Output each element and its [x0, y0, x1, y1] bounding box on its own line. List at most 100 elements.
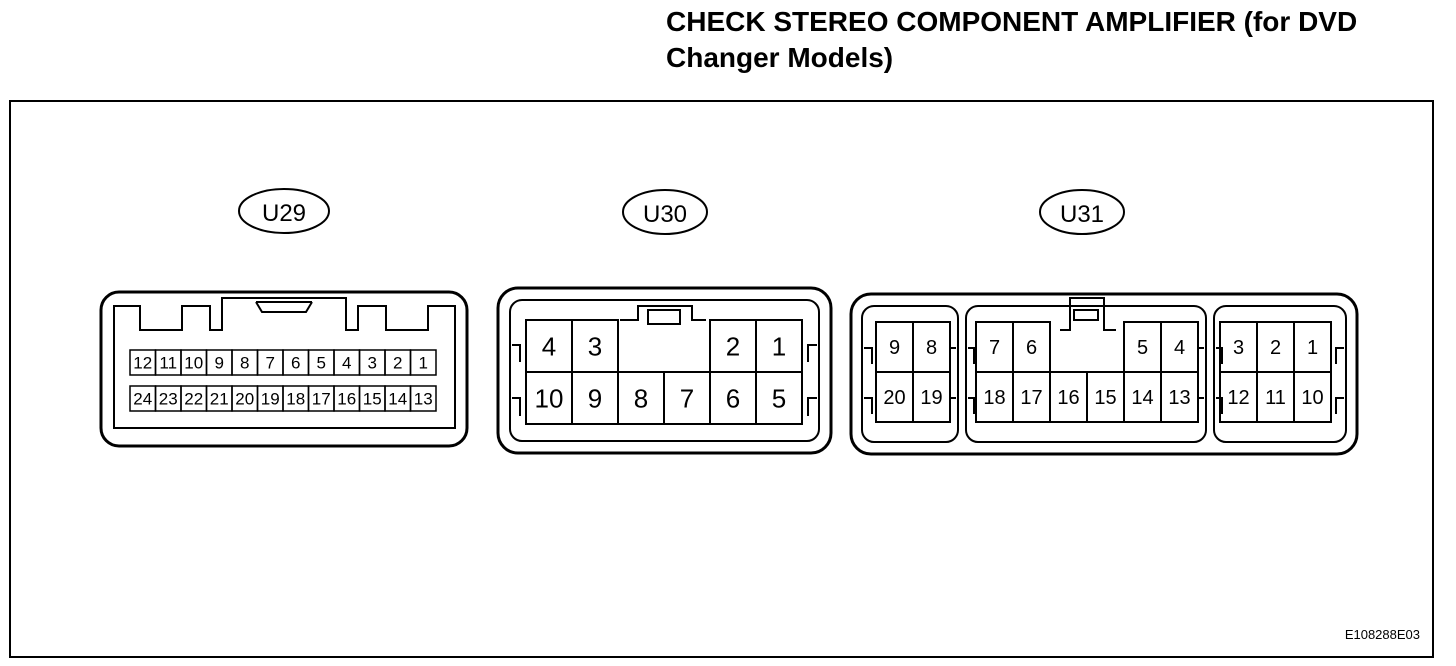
pin-number: 6	[291, 354, 300, 373]
u29-pin: 4	[333, 349, 361, 376]
pin-number: 5	[772, 383, 786, 413]
u30-pin: 6	[709, 371, 757, 425]
pin-number: 3	[368, 354, 377, 373]
u29-pin: 7	[256, 349, 284, 376]
guide-mark	[1197, 397, 1204, 414]
pin-number: 11	[1265, 387, 1286, 409]
pin-number: 19	[920, 387, 942, 409]
guide-mark	[1335, 397, 1344, 414]
u31-pin: 19	[912, 371, 951, 423]
pin-number: 22	[184, 390, 203, 409]
guide-mark	[968, 397, 975, 414]
u29-pin: 10	[180, 349, 208, 376]
pin-number: 3	[1233, 337, 1244, 359]
pin-number: 14	[1131, 387, 1153, 409]
u31-pin: 3	[1219, 321, 1258, 373]
pin-number: 9	[588, 383, 602, 413]
u29-latch	[255, 301, 313, 313]
u31-module-b	[965, 305, 1207, 443]
u31-pin: 1	[1293, 321, 1332, 373]
guide-mark	[512, 344, 521, 362]
u31-pin: 18	[975, 371, 1014, 423]
u29-pin: 1	[409, 349, 437, 376]
guide-mark	[949, 397, 956, 414]
u29-pin: 19	[256, 385, 284, 412]
guide-mark	[1197, 347, 1204, 364]
guide-mark	[1216, 347, 1223, 364]
pin-number: 17	[1020, 387, 1042, 409]
pin-number: 15	[1094, 387, 1116, 409]
pin-number: 10	[184, 354, 203, 373]
u30-pin: 5	[755, 371, 803, 425]
u31-pin: 8	[912, 321, 951, 373]
u30-housing-inner	[509, 299, 820, 442]
pin-number: 3	[588, 331, 602, 361]
u31-pin: 16	[1049, 371, 1088, 423]
u30-housing-outer	[496, 286, 833, 455]
pin-number: 7	[680, 383, 694, 413]
pin-number: 1	[772, 331, 786, 361]
u29-pin: 9	[205, 349, 233, 376]
pin-number: 24	[133, 390, 152, 409]
pin-number: 8	[634, 383, 648, 413]
u31-latch	[1073, 309, 1099, 321]
u29-pin: 11	[154, 349, 182, 376]
u29-pin: 17	[307, 385, 335, 412]
pin-number: 18	[983, 387, 1005, 409]
pin-number: 4	[342, 354, 351, 373]
guide-mark	[949, 347, 956, 364]
pin-number: 8	[926, 337, 937, 359]
u31-pin: 14	[1123, 371, 1162, 423]
u29-housing-inner	[113, 297, 456, 429]
pin-cell-box	[409, 385, 437, 412]
u29-pin: 13	[409, 385, 437, 412]
pin-number: 13	[1168, 387, 1190, 409]
pin-number: 6	[726, 383, 740, 413]
u30-pin: 9	[571, 371, 619, 425]
u31-pin: 4	[1160, 321, 1199, 373]
pin-number: 4	[542, 331, 556, 361]
guide-mark	[1335, 347, 1344, 364]
u29-housing-outer	[99, 290, 469, 448]
u30-pin: 1	[755, 319, 803, 373]
pin-number: 15	[363, 390, 382, 409]
pin-number: 5	[317, 354, 326, 373]
pin-number: 13	[414, 390, 433, 409]
u29-pin: 20	[231, 385, 259, 412]
guide-mark	[1216, 397, 1223, 414]
guide-mark	[807, 397, 817, 416]
pin-number: 12	[133, 354, 152, 373]
u31-module-c	[1213, 305, 1347, 443]
guide-mark	[968, 347, 975, 364]
u29-pin: 23	[154, 385, 182, 412]
u31-housing-outer	[849, 292, 1359, 456]
pin-number: 21	[210, 390, 229, 409]
figure-code: E108288E03	[1345, 627, 1420, 642]
pin-cell-box	[755, 319, 803, 373]
u31-pin: 5	[1123, 321, 1162, 373]
u30-label: U30	[643, 201, 687, 228]
pin-number: 7	[266, 354, 275, 373]
pin-number: 20	[883, 387, 905, 409]
u31-pin: 9	[875, 321, 914, 373]
u31-label-oval	[1039, 189, 1125, 235]
u31-pin: 7	[975, 321, 1014, 373]
u29-pin: 24	[129, 385, 157, 412]
u30-latch	[647, 309, 681, 325]
u29-pin: 22	[180, 385, 208, 412]
guide-mark	[807, 344, 817, 362]
u31-pin: 15	[1086, 371, 1125, 423]
pin-number: 7	[989, 337, 1000, 359]
pin-number: 11	[159, 354, 177, 373]
u29-pin: 12	[129, 349, 157, 376]
title-line-1: CHECK STEREO COMPONENT AMPLIFIER (for DV…	[666, 6, 1358, 37]
u31-pin: 10	[1293, 371, 1332, 423]
u31-pin: 12	[1219, 371, 1258, 423]
pin-cell-box	[1293, 371, 1332, 423]
u30-label-oval	[622, 189, 708, 235]
u29-pin: 14	[384, 385, 412, 412]
u29-pin: 3	[358, 349, 386, 376]
u29-pin: 15	[358, 385, 386, 412]
